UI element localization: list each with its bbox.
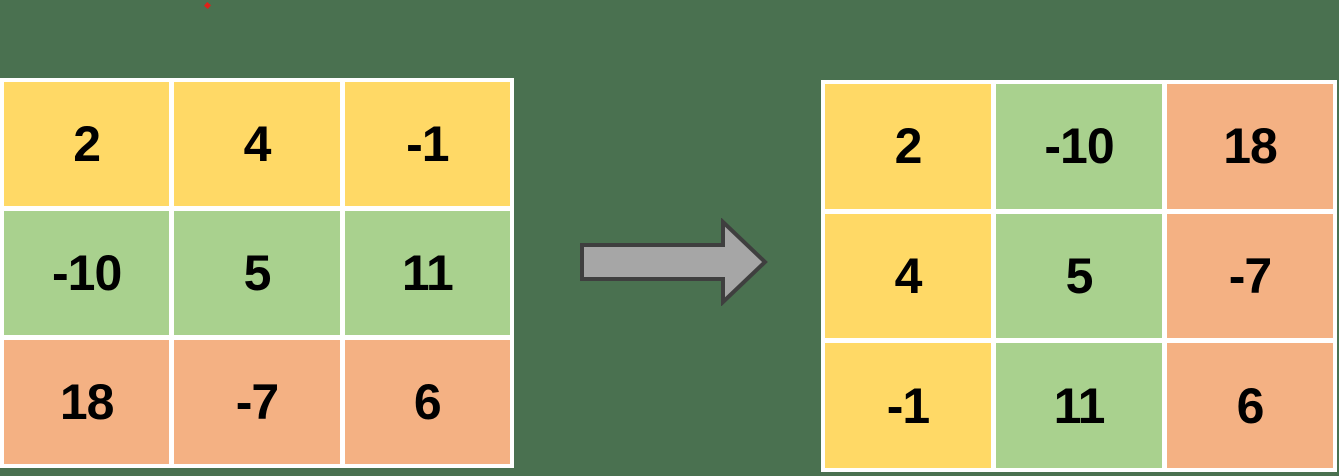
transposed-matrix-cell-r1c3: 18 [1167,84,1333,209]
source-matrix-cell-r2c3: 11 [344,211,510,335]
transposed-matrix-cell-r3c3: 6 [1167,343,1333,468]
right-arrow-icon [580,218,768,306]
transposed-matrix-cell-r3c1: -1 [825,343,991,468]
transposed-matrix-cell-r3c2: 11 [996,343,1162,468]
source-matrix-cell-r2c1: -10 [4,211,170,335]
source-matrix-cell-r1c3: -1 [344,82,510,206]
red-speck-artifact [203,1,212,10]
source-matrix-cell-r3c2: -7 [174,340,340,464]
transposed-matrix-cell-r1c1: 2 [825,84,991,209]
source-matrix-cell-r1c2: 4 [174,82,340,206]
transposed-matrix-cell-r2c2: 5 [996,213,1162,339]
source-matrix-cell-r1c1: 2 [4,82,170,206]
transposed-matrix-cell-r1c2: -10 [996,84,1162,209]
source-matrix: 2 4 -1 -10 5 11 18 -7 6 [0,78,514,468]
source-matrix-cell-r3c3: 6 [344,340,510,464]
transposed-matrix-cell-r2c3: -7 [1167,213,1333,339]
source-matrix-cell-r2c2: 5 [174,211,340,335]
transposed-matrix-cell-r2c1: 4 [825,213,991,339]
source-matrix-cell-r3c1: 18 [4,340,170,464]
transposed-matrix: 2 -10 18 4 5 -7 -1 11 6 [821,80,1337,472]
